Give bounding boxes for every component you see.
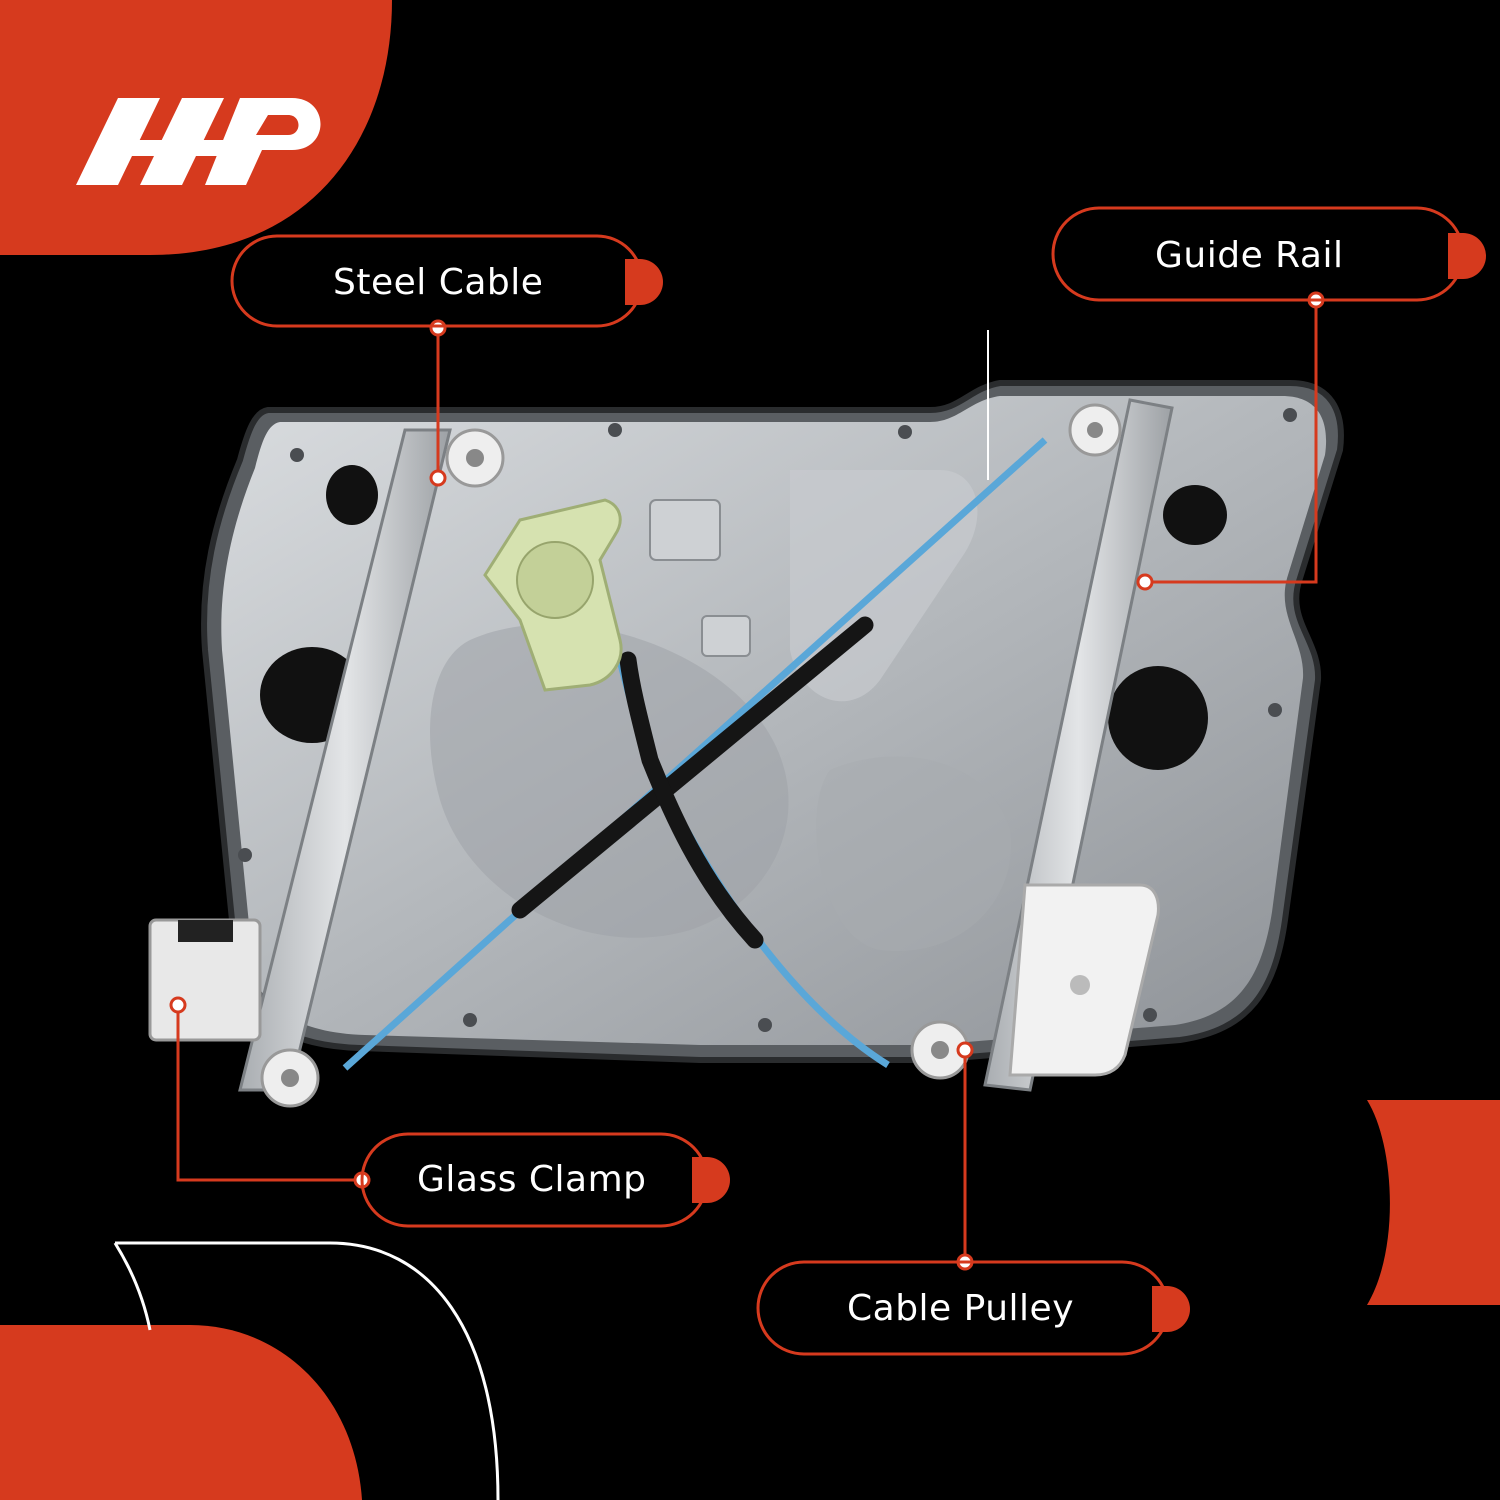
pulley-bottom-left: [260, 1048, 320, 1108]
brand-bottom-shape: [0, 1241, 500, 1500]
callout-pill-cable-pulley: [756, 1260, 1190, 1356]
pulley-top-right: [1068, 403, 1122, 457]
callout-pill-guide-rail: [1051, 206, 1486, 302]
steel-cable-line-1: [342, 437, 1048, 1071]
regulator-assembly: [148, 380, 1344, 1108]
label-steel-cable: Steel Cable: [333, 262, 544, 303]
callout-pill-glass-clamp: [360, 1132, 730, 1228]
pulley-top-left: [445, 428, 505, 488]
brand-logo: [76, 98, 321, 185]
callout-leaders: [176, 300, 1318, 1262]
brand-right-tab: [1367, 1100, 1500, 1305]
label-guide-rail: Guide Rail: [1155, 235, 1344, 276]
callout-pill-steel-cable: [230, 234, 663, 328]
label-cable-pulley: Cable Pulley: [847, 1288, 1074, 1329]
label-glass-clamp: Glass Clamp: [417, 1159, 647, 1200]
